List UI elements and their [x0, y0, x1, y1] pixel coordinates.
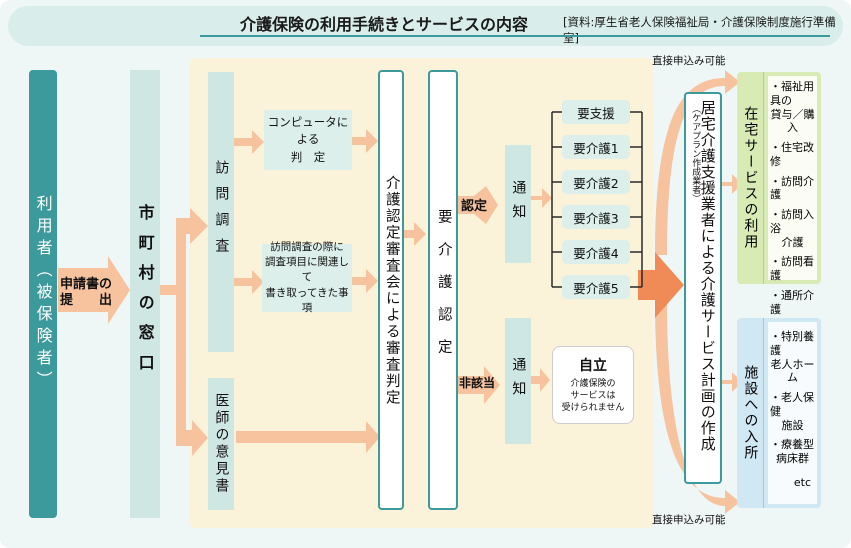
- arrow-application: [58, 256, 130, 324]
- doctor-opinion-box: 医師の意見書: [208, 378, 234, 510]
- arrow-notes-to-board: [352, 269, 378, 293]
- facility-list: ・特別養護 老人ホーム ・老人保健 施設 ・療養型 病床群 etc: [770, 330, 815, 489]
- arrow-to-survey: [160, 208, 208, 295]
- arrow-notice-to-independent: [530, 368, 550, 392]
- survey-notes-box: 訪問調査の際に 調査項目に関連して 書き取ってきた事項: [262, 241, 352, 314]
- title-source: [資料:厚生省老人保険福祉局・介護保険制度施行準備室]: [563, 15, 836, 45]
- application-label: 申請書の 提 出: [60, 277, 113, 309]
- computer-judgment-box: コンピュータによる 判 定: [264, 110, 352, 170]
- level-care-5: 要介護5: [562, 275, 630, 299]
- visit-survey-box: 訪問調査: [208, 72, 234, 352]
- municipal-window-box: 市町村の窓口: [130, 70, 160, 518]
- level-support: 要支援: [562, 100, 630, 124]
- not-applicable-label: 非該当: [459, 376, 496, 390]
- arrow-board-to-cert: [404, 222, 426, 246]
- arrow-to-doctor: [176, 290, 208, 456]
- facility-title: 施設への入所: [737, 318, 764, 508]
- care-certification-box: 要介護認定: [428, 70, 458, 510]
- arrow-cert-to-certified: [458, 186, 498, 224]
- arrow-cert-to-not: [458, 366, 500, 404]
- title-banner: [8, 6, 843, 46]
- home-service-title: 在宅サービスの利用: [737, 72, 764, 284]
- arrow-to-care-manager: [638, 252, 684, 318]
- arrow-to-notes: [233, 270, 264, 294]
- level-care-3: 要介護3: [562, 205, 630, 229]
- notice-bottom-box: 通知: [505, 318, 531, 444]
- page-title: 介護保険の利用手続きとサービスの内容: [240, 15, 529, 34]
- facility-panel: 施設への入所 ・特別養護 老人ホーム ・老人保健 施設 ・療養型 病床群 etc: [737, 318, 821, 508]
- arrow-direct-top: [655, 70, 740, 255]
- home-service-list: ・福祉用具の 貸与／購入 ・住宅改修 ・訪問介護 ・訪問入浴 介護 ・訪問看護 …: [770, 80, 815, 335]
- arrow-notice-to-levels: [530, 188, 552, 208]
- user-box: 利用者（被保険者）: [29, 70, 57, 518]
- direct-apply-top-label: 直接申込み可能: [652, 55, 726, 67]
- certified-label: 認定: [461, 199, 488, 214]
- arrow-to-computer: [233, 130, 264, 154]
- title-underline: [200, 35, 830, 37]
- level-care-1: 要介護1: [562, 135, 630, 159]
- arrow-computer-to-board: [352, 129, 378, 153]
- notice-top-box: 通知: [505, 145, 531, 263]
- direct-apply-bottom-label: 直接申込み可能: [652, 514, 726, 526]
- arrow-direct-bottom: [655, 300, 740, 514]
- level-care-2: 要介護2: [562, 170, 630, 194]
- care-manager-box: 居宅介護支援業者による介護サービス計画の作成 （ケアプラン作成業者）: [684, 92, 722, 484]
- independent-box: 自立 介護保険の サービスは 受けられません: [552, 346, 634, 424]
- home-service-panel: 在宅サービスの利用 ・福祉用具の 貸与／購入 ・住宅改修 ・訪問介護 ・訪問入浴…: [737, 72, 821, 335]
- arrow-doctor-to-board: [236, 421, 380, 453]
- level-care-4: 要介護4: [562, 240, 630, 264]
- review-board-box: 介護認定審査会による審査判定: [378, 70, 404, 510]
